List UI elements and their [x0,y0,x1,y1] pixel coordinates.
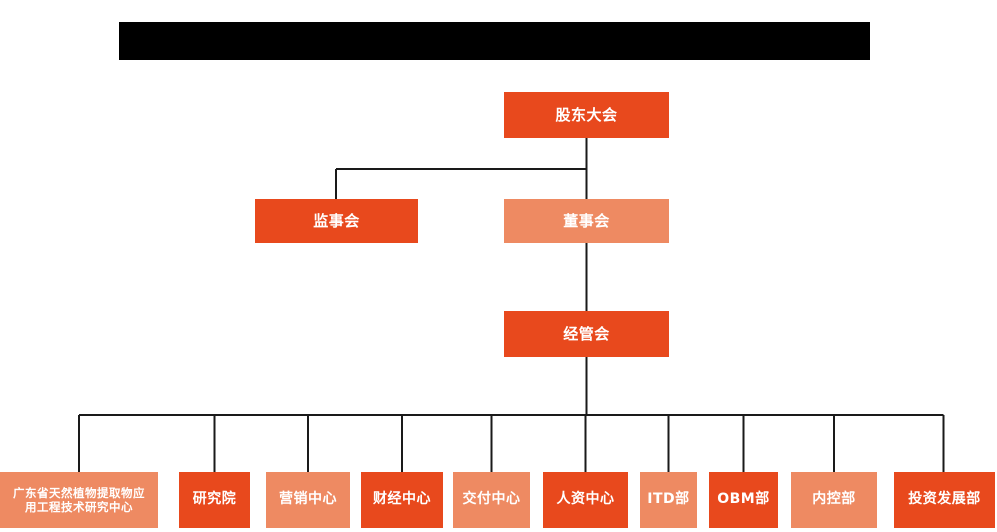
node-hr[interactable]: 人资中心 [543,472,628,528]
node-supervisors-label: 监事会 [313,211,360,230]
node-finance-label: 财经中心 [373,491,431,508]
node-directors[interactable]: 董事会 [504,199,669,243]
node-research-center-line2: 用工程技术研究中心 [25,500,133,514]
node-investment[interactable]: 投资发展部 [894,472,995,528]
node-investment-label: 投资发展部 [908,491,981,508]
node-delivery-label: 交付中心 [462,491,521,508]
node-research-center[interactable]: 广东省天然植物提取物应 用工程技术研究中心 [0,472,158,528]
node-research-center-line1: 广东省天然植物提取物应 [13,485,145,500]
node-institute[interactable]: 研究院 [179,472,250,528]
node-itd-label: ITD部 [647,491,690,508]
node-internal-control-label: 内控部 [812,491,856,508]
node-shareholders[interactable]: 股东大会 [504,92,669,138]
node-obm[interactable]: OBM部 [709,472,778,528]
node-itd[interactable]: ITD部 [640,472,697,528]
node-directors-label: 董事会 [563,211,610,230]
node-delivery[interactable]: 交付中心 [453,472,530,528]
node-supervisors[interactable]: 监事会 [255,199,418,243]
node-obm-label: OBM部 [717,491,770,508]
node-marketing[interactable]: 营销中心 [266,472,350,528]
node-hr-label: 人资中心 [556,491,615,508]
node-institute-label: 研究院 [192,491,237,508]
node-shareholders-label: 股东大会 [555,105,618,124]
node-marketing-label: 营销中心 [279,491,337,508]
node-management-label: 经管会 [563,324,610,343]
node-research-center-label: 广东省天然植物提取物应 用工程技术研究中心 [0,486,158,515]
node-management[interactable]: 经管会 [504,311,669,357]
node-finance[interactable]: 财经中心 [361,472,443,528]
node-internal-control[interactable]: 内控部 [791,472,877,528]
redacted-title-bar [119,22,870,60]
